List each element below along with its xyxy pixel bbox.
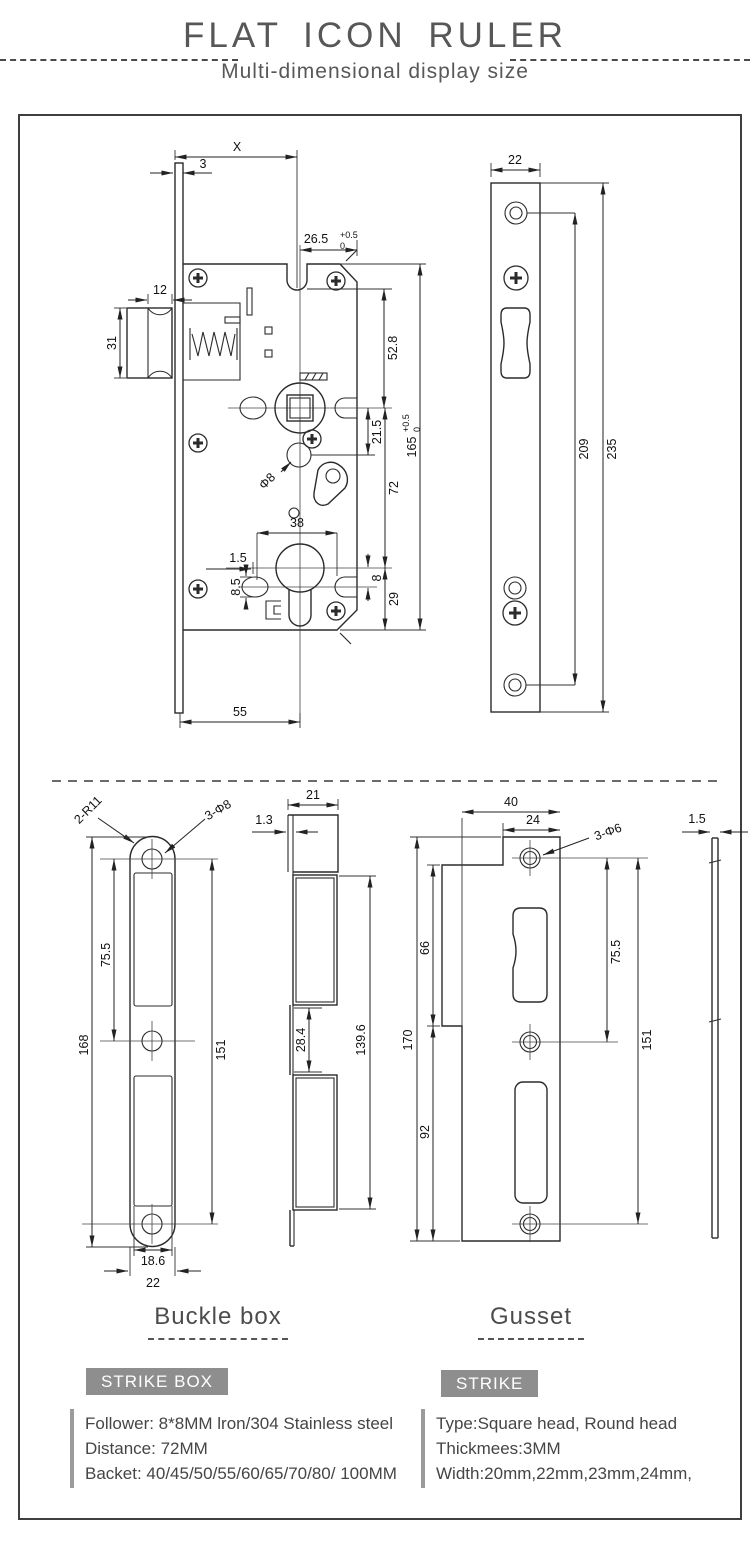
- title-dash-right: [510, 59, 750, 61]
- dim-gus-40: 40: [504, 795, 518, 809]
- dim-backset-x: X: [233, 140, 242, 154]
- callout-3-phi8: 3-Φ8: [202, 797, 233, 823]
- gusset-side-strip-drawing: 1.5: [682, 812, 748, 1239]
- dim-165-tol-minus: 0: [412, 427, 422, 432]
- dim-prof-1-3: 1.3: [255, 813, 272, 827]
- cam-teardrop: [313, 461, 349, 506]
- technical-drawing: X 3 12 31 26.5 +0.5 0 52.8 21.5 72 29 8: [52, 140, 748, 1290]
- page-title: FLAT ICON RULER: [183, 16, 567, 55]
- dim-72: 72: [387, 481, 401, 495]
- dim-notch-tol-plus: +0.5: [340, 230, 358, 240]
- dim-gus-75-5: 75.5: [609, 940, 623, 964]
- gusset-latch-cutout: [512, 907, 548, 1003]
- strike-faceplate-drawing: 22 209 235: [490, 153, 619, 713]
- dim-1-5: 1.5: [229, 551, 246, 565]
- dim-face-thickness: 3: [200, 157, 207, 171]
- dim-8: 8: [370, 574, 384, 581]
- spec-strike-box-line-2: Distance: 72MM: [85, 1439, 208, 1458]
- drawing-frame: [18, 114, 742, 1520]
- buckle-box-drawing: 2-R11 3-Φ8 75.5 168 151 18.6 22: [71, 793, 233, 1290]
- retainer-clip: [265, 600, 281, 620]
- dim-gus-92: 92: [418, 1125, 432, 1139]
- dim-38: 38: [290, 516, 304, 530]
- lock-faceplate: [174, 162, 184, 714]
- dim-strike-width: 22: [508, 153, 522, 167]
- caption-gusset: Gusset: [478, 1303, 584, 1340]
- dim-52-8: 52.8: [386, 336, 400, 360]
- euro-cylinder: [275, 543, 325, 593]
- dim-gus-151: 151: [640, 1030, 654, 1051]
- spec-strike-box-line-3: Backet: 40/45/50/55/60/65/70/80/ 100MM: [85, 1464, 397, 1483]
- spec-strike-heading: STRIKE: [441, 1370, 539, 1397]
- dim-165-tol-plus: +0.5: [401, 414, 411, 432]
- buckle-box-profile-drawing: 21 1.3 28.4 139.6: [252, 788, 376, 1247]
- follower-hub: [274, 382, 326, 434]
- dim-bb-75-5: 75.5: [99, 943, 113, 967]
- dim-gus-66: 66: [418, 941, 432, 955]
- callout-2-r11: 2-R11: [71, 793, 104, 826]
- title-dash-left: [0, 59, 238, 61]
- spec-strike-box-body: Follower: 8*8MM lron/304 Stainless steel…: [70, 1409, 425, 1488]
- caption-buckle-box: Buckle box: [148, 1303, 288, 1340]
- dim-8-5: 8.5: [229, 578, 243, 595]
- dim-latch-height: 31: [105, 336, 119, 350]
- spec-strike-body: Type:Square head, Round head Thickmees:3…: [421, 1409, 741, 1488]
- latch-opening: [500, 307, 531, 379]
- dim-bb-151: 151: [214, 1040, 228, 1061]
- dim-strip-1-5: 1.5: [688, 812, 705, 826]
- dim-209: 209: [577, 439, 591, 460]
- dim-bb-18-6: 18.6: [141, 1254, 165, 1268]
- spec-strike-line-2: Thickmees:3MM: [436, 1439, 561, 1458]
- dim-prof-139-6: 139.6: [354, 1024, 368, 1055]
- dim-29: 29: [387, 592, 401, 606]
- dim-235: 235: [605, 439, 619, 460]
- dim-notch-tol-minus: 0: [340, 241, 345, 251]
- callout-3-phi6: 3-Φ6: [592, 821, 623, 844]
- dim-bb-168: 168: [77, 1035, 91, 1056]
- dim-latch-width: 12: [153, 283, 167, 297]
- dim-bb-22: 22: [146, 1276, 160, 1290]
- spec-strike-line-1: Type:Square head, Round head: [436, 1414, 678, 1433]
- gusset-drawing: 40 24 3-Φ6 66 92 170 75.5 151: [401, 795, 654, 1242]
- screw-icon: [188, 268, 346, 621]
- latch-spring: [191, 331, 236, 357]
- spec-strike-line-3: Width:20mm,22mm,23mm,24mm,: [436, 1464, 692, 1483]
- page-subtitle: Multi-dimensional display size: [221, 60, 529, 83]
- dim-notch-width: 26.5: [304, 232, 328, 246]
- lock-body-drawing: X 3 12 31 26.5 +0.5 0 52.8 21.5 72 29 8: [105, 140, 426, 728]
- spec-strike-box-heading: STRIKE BOX: [86, 1368, 229, 1395]
- dim-165: 165: [405, 437, 419, 458]
- dim-gus-170: 170: [401, 1030, 415, 1051]
- dim-21-5: 21.5: [370, 420, 384, 444]
- dim-gus-24: 24: [526, 813, 540, 827]
- dim-prof-28-4: 28.4: [294, 1028, 308, 1052]
- dim-phi8: Φ8: [256, 470, 278, 492]
- dim-55: 55: [233, 705, 247, 719]
- dim-prof-21: 21: [306, 788, 320, 802]
- spec-strike-box-line-1: Follower: 8*8MM lron/304 Stainless steel: [85, 1414, 394, 1433]
